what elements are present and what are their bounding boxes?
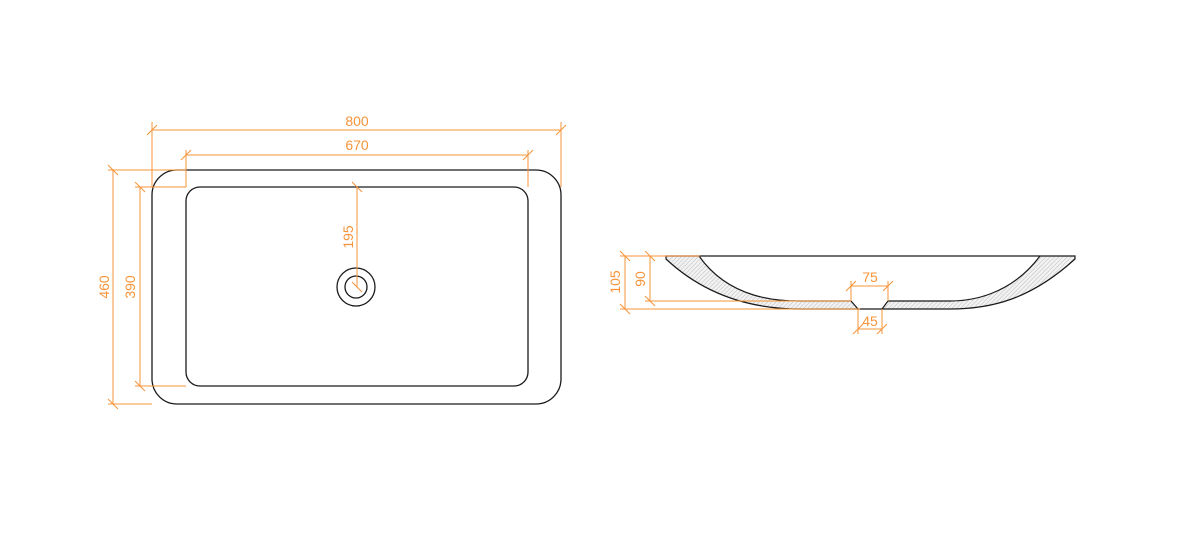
dimension-basin-depth: 390 — [122, 181, 186, 392]
dimension-overall-height: 105 — [607, 250, 860, 315]
dimension-drain-top: 75 — [845, 269, 894, 301]
dimension-basin-height: 90 — [632, 250, 851, 307]
top-view: 800 670 460 390 195 — [96, 113, 567, 410]
dimension-drain-offset: 195 — [340, 181, 363, 293]
section-right — [880, 255, 1076, 310]
dimension-basin-width: 670 — [180, 137, 534, 187]
side-view: 105 90 75 45 — [607, 250, 1076, 335]
dim-label-90: 90 — [632, 271, 648, 287]
drain-outer-ring — [336, 267, 376, 307]
dim-label-390: 390 — [122, 275, 138, 299]
dim-label-195: 195 — [340, 225, 356, 249]
dimension-drain-bottom: 45 — [852, 309, 888, 335]
dim-label-670: 670 — [345, 137, 369, 153]
dim-label-75: 75 — [862, 269, 878, 285]
dim-label-800: 800 — [345, 113, 369, 129]
drain-inner-ring — [344, 275, 368, 299]
dimension-overall-width: 800 — [146, 113, 567, 187]
dimension-overall-depth: 460 — [96, 164, 186, 410]
dim-label-105: 105 — [607, 270, 623, 294]
outer-outline — [151, 169, 562, 405]
dim-label-45: 45 — [862, 313, 878, 329]
dim-label-460: 460 — [96, 275, 112, 299]
